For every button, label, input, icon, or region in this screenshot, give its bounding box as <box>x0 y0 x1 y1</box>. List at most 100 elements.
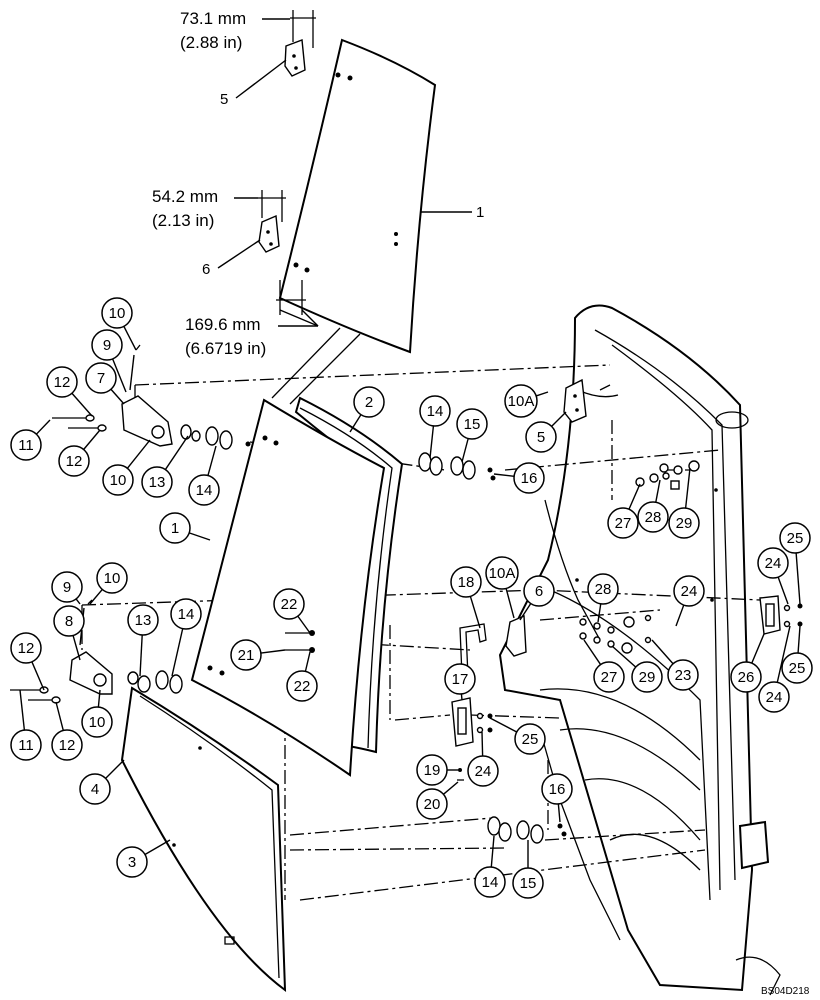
lower-hinge-hardware <box>10 599 183 704</box>
callout-28: 28 <box>637 479 669 533</box>
callout-leader <box>557 803 561 823</box>
callout-leader <box>797 625 801 654</box>
callout-bubble <box>53 605 85 637</box>
callout-10: 10 <box>102 439 151 496</box>
callout-bubble <box>730 661 762 693</box>
callout-leader <box>597 603 602 623</box>
callout-leader <box>55 701 64 731</box>
callout-bubble <box>96 562 128 594</box>
callout-bubble <box>637 501 669 533</box>
glass-3 <box>120 686 287 993</box>
callout-label: 27 <box>615 515 632 532</box>
callout-leader <box>97 689 101 708</box>
callout-bubble <box>127 604 159 636</box>
dimension-54-mm: 54.2 mm <box>152 187 218 206</box>
callout-leader <box>493 473 515 477</box>
callout-28: 28 <box>587 573 619 623</box>
callout-bubble <box>10 729 42 761</box>
callout-24: 24 <box>673 575 705 627</box>
callout-leader <box>651 639 674 665</box>
callout-bubble <box>607 507 639 539</box>
callout-4: 4 <box>79 759 125 805</box>
callout-bubble <box>673 575 705 607</box>
callout-label: 24 <box>765 555 782 572</box>
callout-bubble <box>353 386 385 418</box>
callout-18: 18 <box>450 566 482 629</box>
callout-leader <box>35 419 51 435</box>
callout-10A: 10A <box>504 384 549 418</box>
callout-27: 27 <box>607 483 641 539</box>
callout-label: 16 <box>521 470 538 487</box>
callout-bubble <box>587 573 619 605</box>
hinge-8 <box>69 651 113 695</box>
callout-label: 10 <box>110 472 127 489</box>
callout-leader <box>164 435 189 470</box>
callout-label: 11 <box>18 437 34 454</box>
hinge-6-installed <box>505 614 527 657</box>
callout-leader <box>795 552 801 605</box>
callout-leader <box>171 628 184 677</box>
callout-leader <box>89 588 103 605</box>
callout-label: 5 <box>537 429 545 446</box>
callout-5: 5 <box>525 411 567 453</box>
glass-assembly <box>120 396 404 993</box>
callout-label: 9 <box>103 337 111 354</box>
right-hardware <box>285 378 803 844</box>
callout-11: 11 <box>10 689 42 761</box>
dimension-169-mm: 169.6 mm <box>185 315 261 334</box>
callout-label: 12 <box>66 453 83 470</box>
callout-leader <box>655 479 661 503</box>
callout-bubble <box>514 723 546 755</box>
callout-leader <box>139 634 143 677</box>
callout-leader <box>105 759 125 779</box>
callout-leader <box>297 615 311 634</box>
callout-24: 24 <box>467 731 499 787</box>
callout-bubble <box>91 329 123 361</box>
callout-bubble <box>541 773 573 805</box>
hinge-5-detail <box>284 39 306 77</box>
callout-label: 24 <box>766 689 783 706</box>
callout-label: 10 <box>89 714 106 731</box>
callout-25: 25 <box>779 522 811 605</box>
callout-label: 29 <box>639 669 656 686</box>
callout-bubble <box>81 706 113 738</box>
callout-label: 20 <box>424 796 441 813</box>
callout-29: 29 <box>668 467 700 539</box>
callout-label: 28 <box>645 509 662 526</box>
callout-leader <box>304 651 311 672</box>
callout-label: 10A <box>489 565 516 582</box>
callout-bubble <box>58 445 90 477</box>
callout-leader <box>628 483 641 510</box>
callout-label: 1 <box>171 520 179 537</box>
upper-hinge-hardware <box>52 344 251 450</box>
hinge-7 <box>121 395 173 447</box>
callout-label: 7 <box>97 370 105 387</box>
callout-label: 25 <box>522 731 539 748</box>
callout-bubble <box>416 788 448 820</box>
callout-leader <box>469 596 481 629</box>
callout-9: 9 <box>51 571 83 605</box>
callout-label: 27 <box>601 669 618 686</box>
callout-bubble <box>779 522 811 554</box>
callout-bubble <box>668 507 700 539</box>
callout-label: 1 <box>476 204 484 221</box>
callout-label: 10 <box>104 570 121 587</box>
callout-29: 29 <box>611 645 663 693</box>
callout-7: 7 <box>85 362 125 405</box>
callout-bubble <box>141 466 173 498</box>
callout-leader <box>505 588 515 619</box>
callout-label: 15 <box>464 416 481 433</box>
callout-leader <box>83 429 101 450</box>
callout-leader <box>675 604 685 627</box>
callout-label: 6 <box>535 583 543 600</box>
callout-label: 14 <box>178 606 195 623</box>
callout-label: 25 <box>787 530 804 547</box>
dimension-73-in: (2.88 in) <box>180 33 242 52</box>
callout-leader <box>349 414 362 433</box>
callout-27: 27 <box>583 639 625 693</box>
callout-bubble <box>102 464 134 496</box>
callout-bubble <box>116 846 148 878</box>
callout-label: 14 <box>482 874 499 891</box>
